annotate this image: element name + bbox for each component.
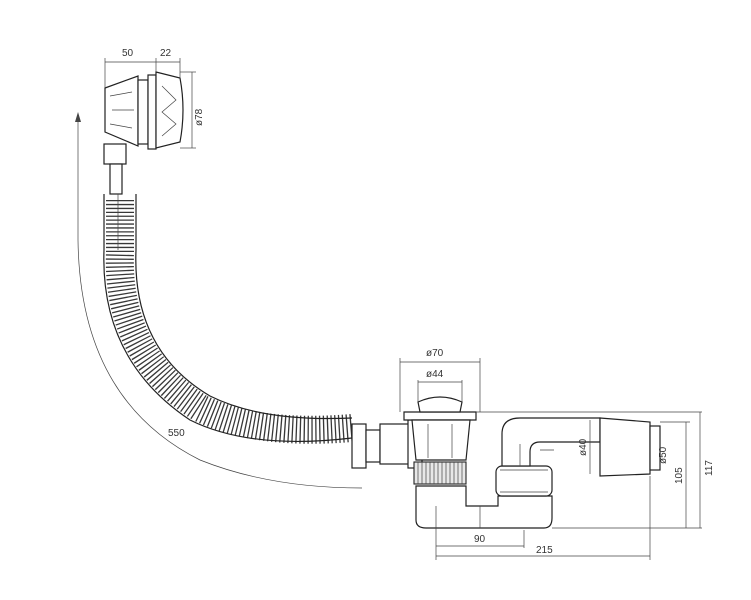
drain-housing [411, 419, 471, 461]
connector-nut [351, 423, 367, 469]
trap [415, 417, 661, 529]
overflow-ring [137, 79, 149, 145]
dimension-550: 550 [75, 112, 363, 489]
dim-550-label: 550 [168, 428, 185, 439]
overflow-ring-2 [147, 74, 157, 150]
overflow-adapter [109, 163, 123, 195]
drain-body [403, 396, 477, 485]
flexible-hose [103, 194, 354, 444]
drain-flange [403, 411, 477, 421]
popup-cap [417, 396, 463, 413]
dim-phi40-label: ø40 [578, 438, 589, 456]
dim-phi50-label: ø50 [658, 446, 669, 464]
dim-22-label: 22 [160, 48, 172, 59]
dim-215-label: 215 [536, 545, 553, 556]
overflow-nut-detail [109, 91, 134, 129]
dim-50-label: 50 [122, 48, 134, 59]
dim-phi78-label: ø78 [194, 108, 205, 126]
outlet-ring [649, 425, 661, 471]
overflow-fitting [103, 71, 184, 195]
drain-thread [413, 461, 467, 485]
hose-corrugation [105, 200, 354, 444]
dim-phi70-label: ø70 [426, 348, 444, 359]
dimension-50-22: 50 22 [104, 48, 181, 88]
dim-phi44-label: ø44 [426, 369, 444, 380]
dimension-phi40-phi50: ø40 ø50 [578, 420, 669, 474]
overflow-cover [155, 71, 184, 149]
dimension-phi78: ø78 [180, 71, 205, 149]
hose-connector [351, 419, 423, 469]
dim-90-label: 90 [474, 534, 486, 545]
trap-outlet [599, 417, 651, 477]
trap-nut [495, 465, 553, 497]
dim-117-label: 117 [704, 460, 715, 476]
dim-105-label: 105 [674, 467, 685, 484]
connector-sleeve [365, 429, 381, 463]
dimension-phi70-phi44: ø70 ø44 [399, 348, 481, 412]
overflow-collar [103, 143, 127, 165]
dimension-90-215: 90 215 [435, 476, 651, 560]
overflow-cover-detail [161, 85, 177, 137]
dimension-105-117: 105 117 [476, 411, 715, 529]
overflow-nut [104, 75, 139, 147]
